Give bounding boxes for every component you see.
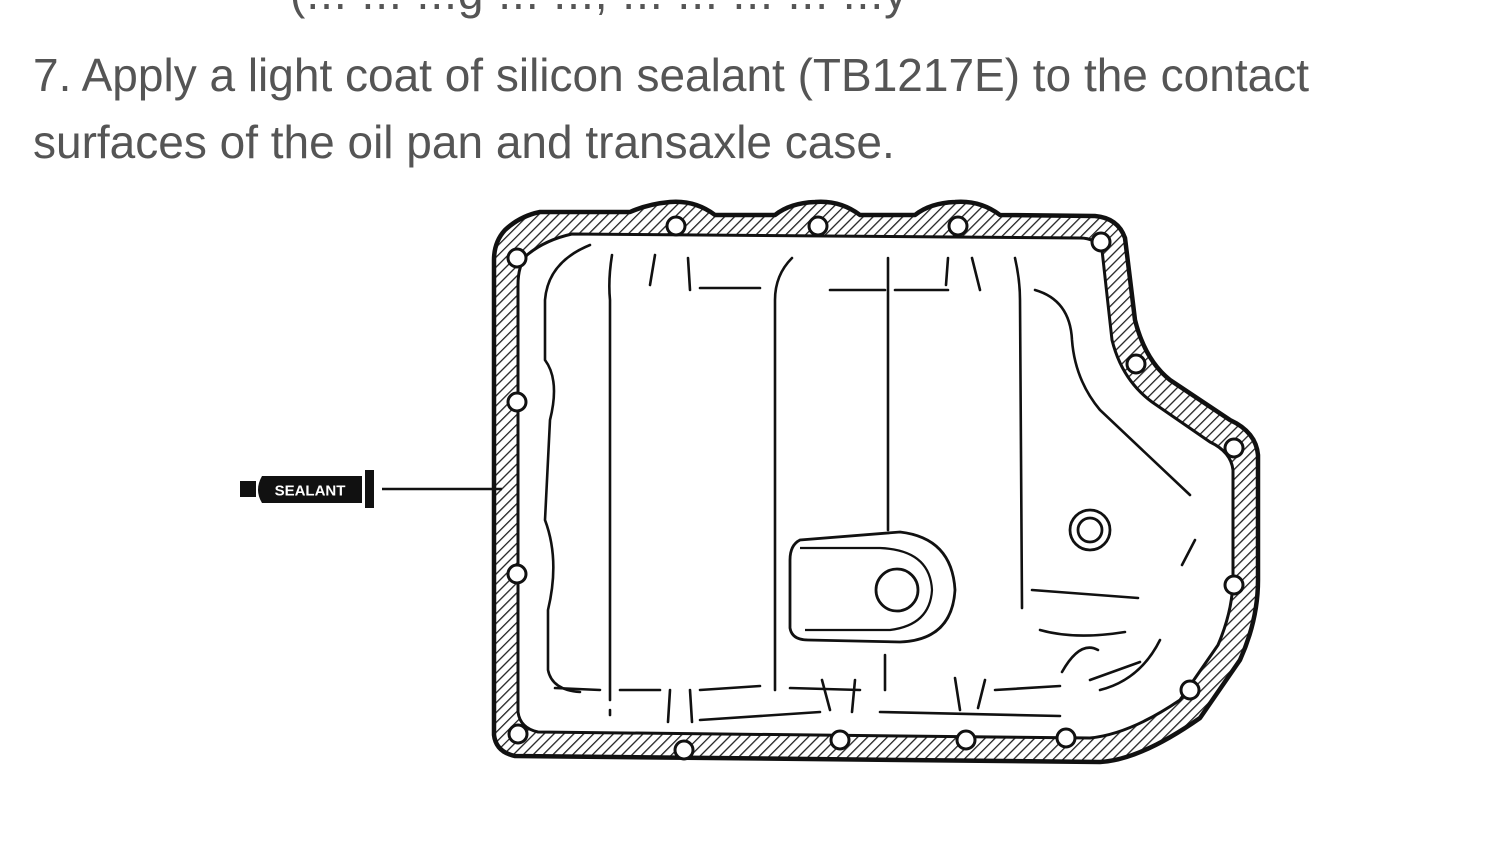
oil-pan-interior [516,232,1235,740]
magnet-plug [1068,508,1112,552]
step-instruction: 7. Apply a light coat of silicon sealant… [33,42,1433,176]
bolt-holes [506,215,1245,761]
oil-pan-illustration: SEALANT [0,180,1500,800]
step-text: Apply a light coat of silicon sealant (T… [33,49,1309,168]
previous-text-fragment: (... ... ...g ... ..., ... ... ... ... .… [290,0,908,20]
drain-boss [788,530,957,644]
sealant-tube-icon: SEALANT [240,470,374,508]
pan-contours [543,243,1197,724]
sealant-tube-label: SEALANT [275,483,346,500]
step-number: 7. [33,49,72,101]
